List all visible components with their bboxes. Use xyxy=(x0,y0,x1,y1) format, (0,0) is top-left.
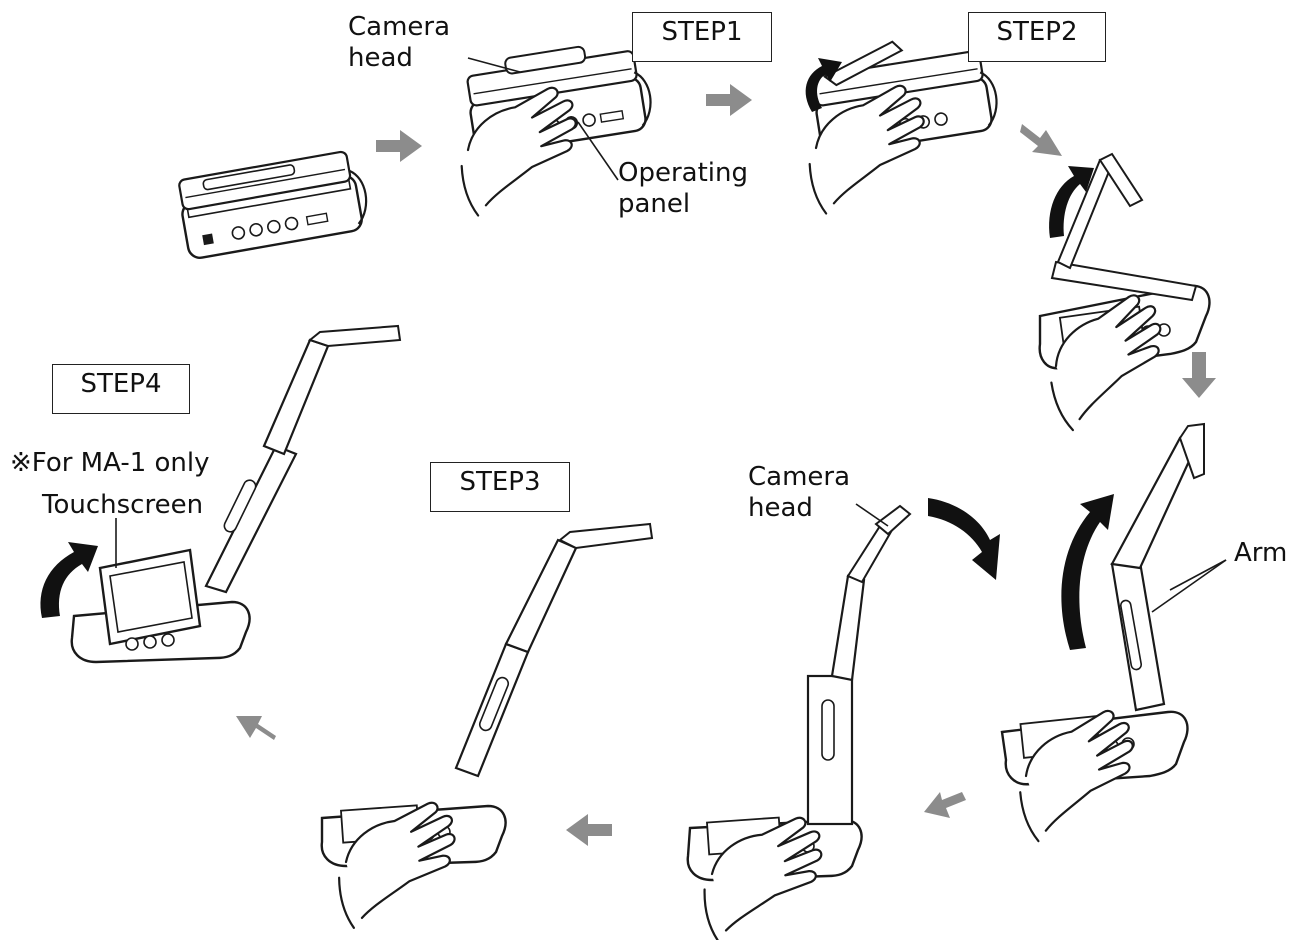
arm-leader-2 xyxy=(1151,559,1227,613)
step1-box: STEP1 xyxy=(632,12,772,62)
camera-head-leader-bottom xyxy=(855,503,889,527)
step2-box: STEP2 xyxy=(968,12,1106,62)
device-arm-raised xyxy=(1000,422,1205,786)
flow-arrow-6 xyxy=(566,814,612,846)
camera-head-label-bottom-line2: head xyxy=(748,493,813,523)
rotate-arrow-step4 xyxy=(40,542,98,618)
step3-box: STEP3 xyxy=(430,462,570,512)
ma1-note: ※For MA-1 only xyxy=(10,448,210,478)
device-folded xyxy=(178,150,368,259)
camera-head-label-top-line1: Camera xyxy=(348,12,451,42)
flow-arrow-1 xyxy=(376,130,422,162)
device-step4 xyxy=(70,324,402,664)
rotate-arrow-camera xyxy=(928,498,1000,580)
operating-panel-leader xyxy=(577,121,619,181)
camera-head-label-top-line2: head xyxy=(348,43,413,73)
camera-head-leader-top xyxy=(467,57,521,73)
camera-head-label-bottom-line1: Camera xyxy=(748,462,851,492)
arm-leader-1 xyxy=(1169,559,1227,591)
camera-head-label-bottom: Camera head xyxy=(748,462,850,524)
device-step3 xyxy=(320,522,654,868)
operating-panel-label: Operating panel xyxy=(618,158,748,220)
rotate-arrow-unfolding xyxy=(1049,166,1094,238)
operating-panel-label-line2: panel xyxy=(618,189,691,219)
step4-box: STEP4 xyxy=(52,364,190,414)
flow-arrow-5 xyxy=(924,792,966,818)
operating-panel-label-line1: Operating xyxy=(618,158,748,188)
arm-label: Arm xyxy=(1234,538,1288,568)
flow-arrow-7 xyxy=(236,716,276,740)
rotate-arrow-step2 xyxy=(805,58,842,112)
flow-arrow-4 xyxy=(1182,352,1216,398)
flow-arrow-2 xyxy=(706,84,752,116)
rotate-arrow-arm xyxy=(1061,494,1114,650)
flow-arrow-3 xyxy=(1020,124,1062,156)
camera-head-label-top: Camera head xyxy=(348,12,450,74)
touchscreen-label: Touchscreen xyxy=(42,490,204,520)
